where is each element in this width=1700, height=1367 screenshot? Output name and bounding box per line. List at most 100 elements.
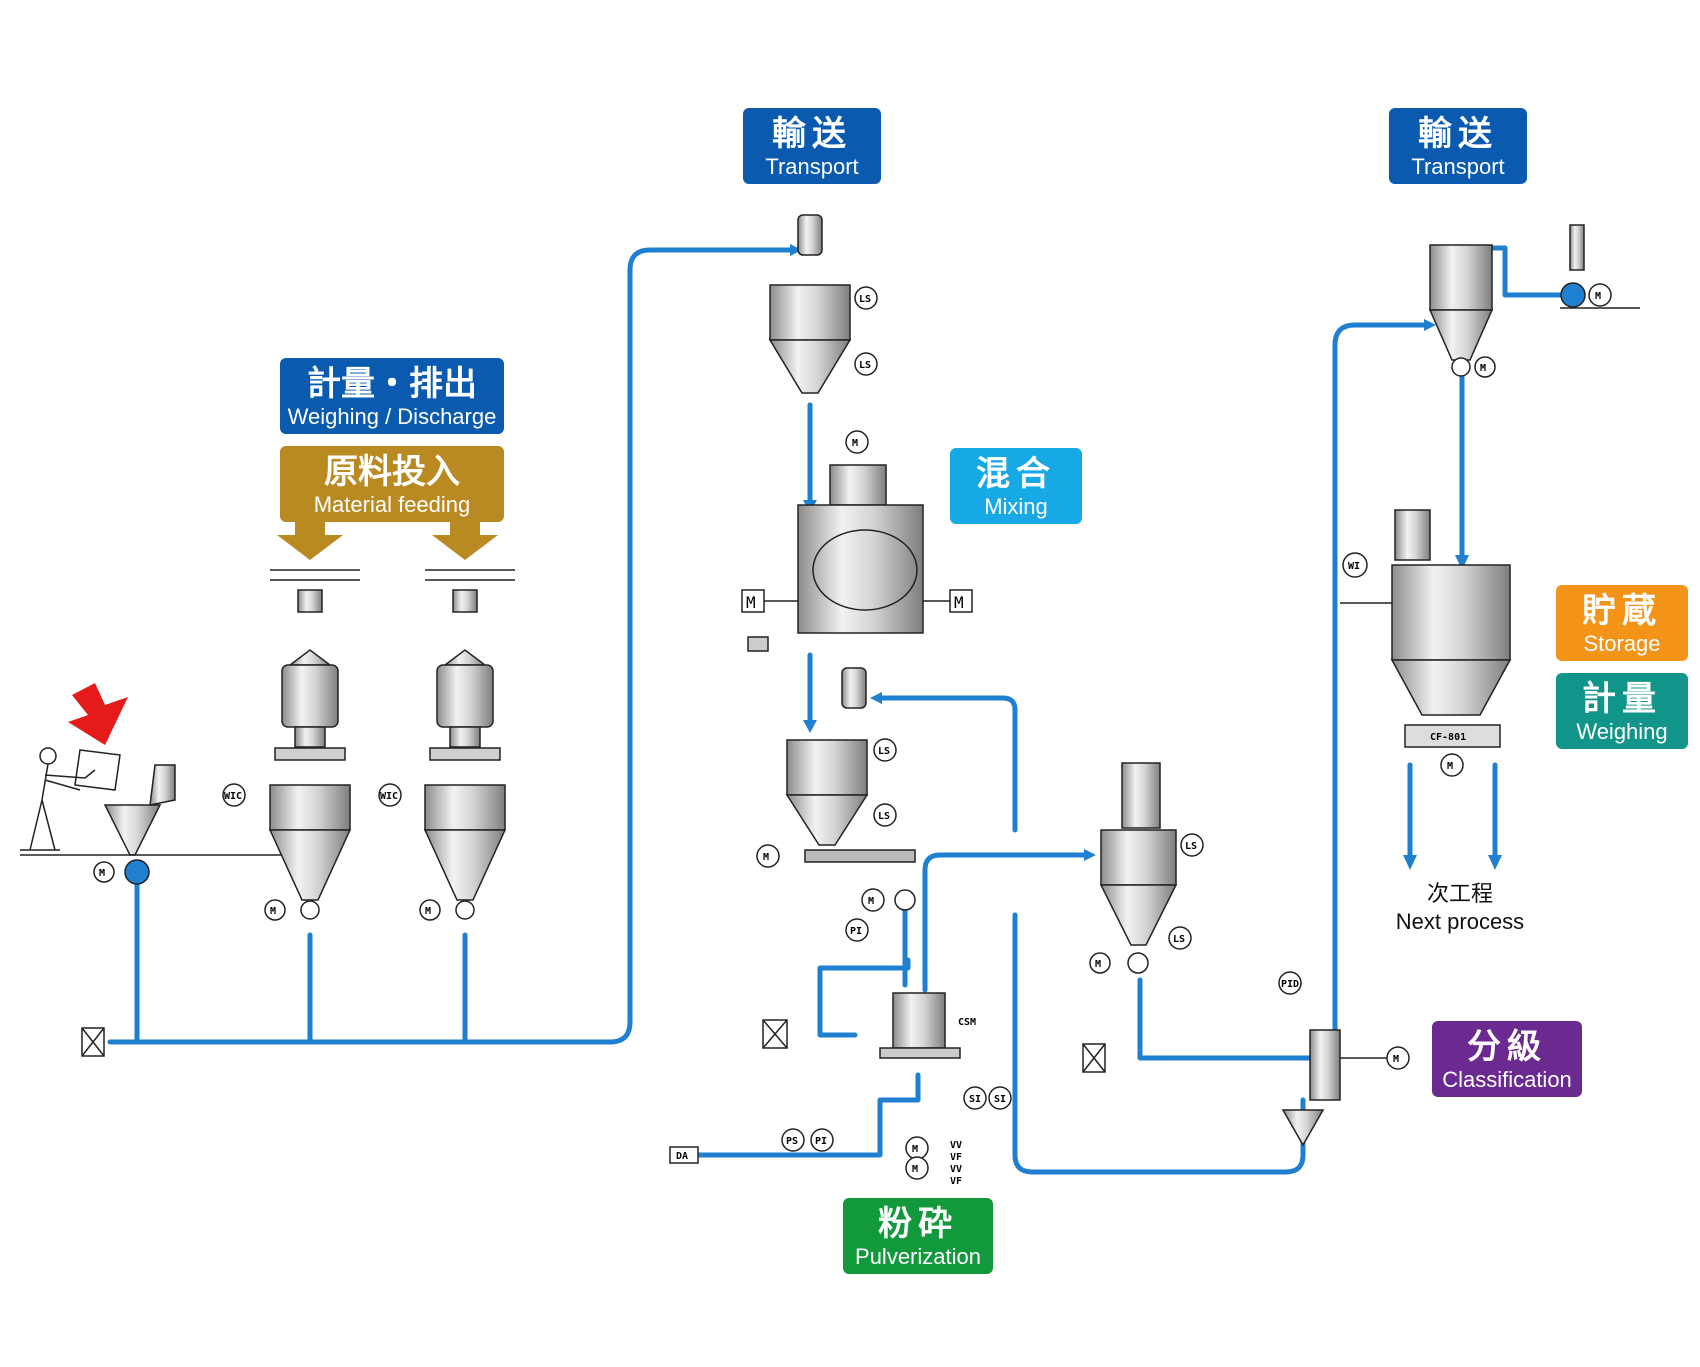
csm-mill <box>669 888 1012 1180</box>
ls-tag-r3-high: LS <box>1185 841 1197 852</box>
si-tag-1: SI <box>969 1094 981 1105</box>
csm-tag: CSM <box>958 1017 976 1028</box>
motor-tag-r3: M <box>1095 959 1101 970</box>
label-mixing-en: Mixing <box>984 494 1048 519</box>
label-storage: 貯蔵 Storage <box>1556 585 1688 661</box>
label-mixing-jp: 混合 <box>976 454 1056 494</box>
motor-tag-fan: M <box>1595 291 1601 302</box>
arrowhead-receiver1 <box>790 244 802 256</box>
material-feeding-arrows <box>277 520 498 560</box>
arrowhead-receiver2 <box>803 720 817 733</box>
next-process-jp: 次工程 <box>1426 881 1493 906</box>
label-weighing: 計量 Weighing <box>1556 673 1688 749</box>
motor-tag-mill-valve: M <box>868 896 874 907</box>
vv-tag-1: VV <box>950 1140 962 1151</box>
label-weighing-jp: 計量 <box>1582 679 1662 719</box>
cyclone-collector <box>1428 224 1640 378</box>
motor-tag-mill-2: M <box>912 1164 918 1175</box>
pid-tag: PID <box>1281 979 1299 990</box>
label-weighing-en: Weighing <box>1576 719 1668 744</box>
label-transport-2: 輸送 Transport <box>1389 108 1527 184</box>
flow-arrowheads <box>790 244 1502 870</box>
pipe-da-line <box>687 1072 921 1158</box>
arrowhead-receiver3 <box>1084 849 1096 861</box>
ls-tag-r1-high: LS <box>859 294 871 305</box>
label-classification-jp: 分級 <box>1467 1027 1547 1067</box>
pipe-receiver3-classifier <box>1137 977 1323 1061</box>
pipe-air-loop <box>817 957 911 1038</box>
da-tag: DA <box>676 1151 688 1162</box>
pipes <box>107 245 1563 1175</box>
pipe-bottom-return <box>1012 912 1306 1175</box>
vacuum-receiver-1 <box>768 214 878 394</box>
arrowhead-return <box>870 692 882 704</box>
arrowhead-cyclone <box>1424 319 1436 331</box>
label-transport-2-jp: 輸送 <box>1418 114 1498 154</box>
label-material-feeding-jp: 原料投入 <box>324 452 460 492</box>
pipe-return-receiver2 <box>875 695 1018 833</box>
ls-tag-r2-low: LS <box>878 811 890 822</box>
next-process-label: 次工程 Next process <box>1380 880 1540 936</box>
pipe-mill-receiver3 <box>922 852 1093 993</box>
label-material-feeding-en: Material feeding <box>313 492 471 517</box>
label-material-feeding: 原料投入 Material feeding <box>280 446 504 522</box>
label-pulverization-en: Pulverization <box>855 1244 981 1269</box>
ls-tag-r3-low: LS <box>1173 934 1185 945</box>
label-pulverization-jp: 粉砕 <box>878 1204 958 1244</box>
wi-tag: WI <box>1348 561 1360 572</box>
label-pulverization: 粉砕 Pulverization <box>843 1198 993 1274</box>
label-weighing-discharge-en: Weighing / Discharge <box>287 404 497 429</box>
label-transport-1-jp: 輸送 <box>772 114 852 154</box>
motor-tag-scale-2: M <box>425 906 431 917</box>
wic-tag-1: WIC <box>224 791 242 802</box>
blower-left <box>81 1027 105 1057</box>
wic-tag-2: WIC <box>380 791 398 802</box>
next-process-en: Next process <box>1395 909 1525 934</box>
motor-tag-screw: M <box>763 852 769 863</box>
motor-tag-scale-1: M <box>270 906 276 917</box>
si-tag-2: SI <box>994 1094 1006 1105</box>
label-classification-en: Classification <box>1442 1067 1572 1092</box>
vv-tag-2: VV <box>950 1164 962 1175</box>
pi-tag-mill: PI <box>850 926 862 937</box>
motor-tag-mixer-top: M <box>852 438 858 449</box>
label-classification: 分級 Classification <box>1432 1021 1582 1097</box>
feed-hopper <box>20 764 330 885</box>
red-feed-arrow <box>68 683 128 745</box>
label-transport-1-en: Transport <box>765 154 859 179</box>
label-storage-en: Storage <box>1583 631 1661 656</box>
vf-tag-1: VF <box>950 1152 962 1163</box>
vacuum-receiver-3 <box>1082 762 1204 1073</box>
motor-tag-feeder: M <box>99 868 105 879</box>
arrowhead-next-2 <box>1488 855 1502 870</box>
motor-tag-mixer-right: M <box>954 593 964 612</box>
ls-tag-r1-low: LS <box>859 360 871 371</box>
vf-tag-2: VF <box>950 1176 962 1187</box>
label-weighing-discharge: 計量・排出 Weighing / Discharge <box>280 358 504 434</box>
label-mixing: 混合 Mixing <box>950 448 1082 524</box>
pi-tag-air: PI <box>815 1136 827 1147</box>
label-weighing-discharge-jp: 計量・排出 <box>307 364 477 404</box>
motor-tag-mill-1: M <box>912 1144 918 1155</box>
ls-tag-r2-high: LS <box>878 746 890 757</box>
scale-hopper-2 <box>378 569 515 921</box>
label-storage-jp: 貯蔵 <box>1582 591 1662 631</box>
arrowhead-next-1 <box>1403 855 1417 870</box>
pipe-cyclone-fan <box>1487 245 1563 298</box>
motor-tag-classifier: M <box>1393 1054 1399 1065</box>
pipe-main-header <box>107 247 803 1045</box>
motor-tag-mixer-left: M <box>746 593 756 612</box>
motor-tag-silo: M <box>1447 761 1453 772</box>
scale-hopper-1 <box>222 569 360 921</box>
motor-tag-cyclone: M <box>1480 363 1486 374</box>
cf801-tag: CF-801 <box>1430 732 1466 743</box>
label-transport-2-en: Transport <box>1411 154 1505 179</box>
mixer <box>741 430 973 652</box>
storage-silo <box>1340 509 1512 777</box>
pipe-classifier-cyclone <box>1332 322 1433 1043</box>
arrowhead-storage <box>1455 555 1469 570</box>
ps-tag: PS <box>786 1136 798 1147</box>
classifier <box>1278 971 1410 1147</box>
operator-figure <box>20 747 121 851</box>
